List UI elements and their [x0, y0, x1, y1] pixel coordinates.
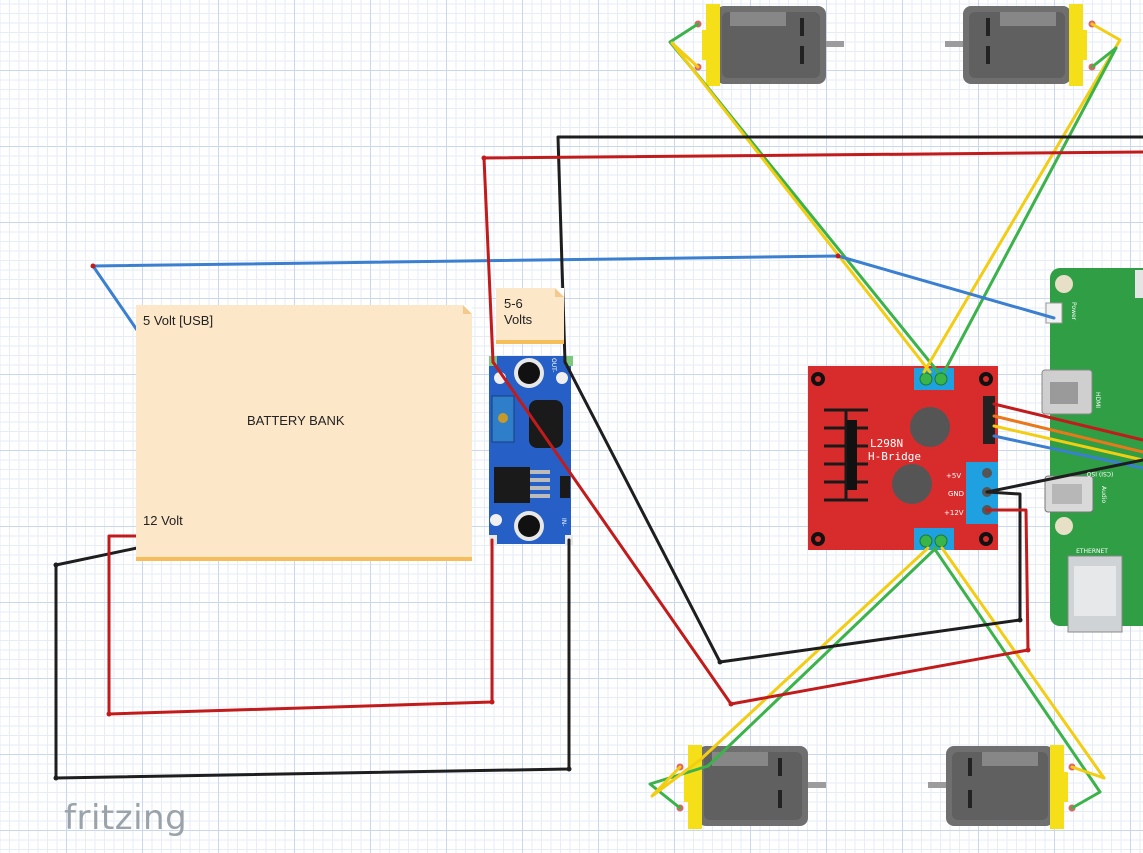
- note-fold: [463, 305, 472, 314]
- battery-bank-title: BATTERY BANK: [247, 413, 345, 428]
- regulator-out-label: OUT-: [550, 358, 557, 372]
- wire-black-gnd-pi: [985, 458, 1143, 494]
- motor-top-right[interactable]: [945, 4, 1096, 86]
- motor-top-left[interactable]: [694, 4, 845, 86]
- regulator-output-note[interactable]: 5-6 Volts: [496, 288, 564, 340]
- pi-csi-label: (CSI) ISO: [1086, 470, 1113, 477]
- hbridge-pin-gnd: GND: [948, 490, 964, 498]
- pi-ethernet-label: ETHERNET: [1076, 548, 1108, 555]
- wire-yellow-gpio: [992, 424, 1143, 462]
- pi-power-label: Power: [1070, 302, 1077, 321]
- wire-red-gpio: [992, 402, 1143, 442]
- battery-bank-note[interactable]: 5 Volt [USB] BATTERY BANK 12 Volt: [136, 305, 472, 557]
- hbridge-subtitle: H-Bridge: [868, 450, 921, 463]
- motor-bottom-right[interactable]: [928, 745, 1076, 829]
- hbridge-pin-5v: +5V: [946, 472, 961, 480]
- battery-5v-label: 5 Volt [USB]: [143, 313, 214, 328]
- hbridge-title: L298N: [870, 437, 903, 450]
- wire-green-motor-tr: [942, 46, 1118, 374]
- note-fold: [555, 288, 564, 297]
- wire-yellow-motor-bl: [650, 546, 930, 798]
- raspberry-pi[interactable]: [1041, 268, 1143, 633]
- regulator-output-label: 5-6 Volts: [504, 296, 533, 327]
- pi-power-port[interactable]: [1045, 302, 1063, 324]
- pi-hdmi-label: HDMI: [1094, 392, 1101, 408]
- wire-orange-gpio: [992, 414, 1143, 454]
- pi-audio-label: Audio: [1100, 486, 1107, 503]
- battery-12v-label: 12 Volt: [143, 513, 183, 528]
- wire-yellow-motor-tr: [922, 22, 1122, 374]
- wire-black-top: [556, 135, 1143, 364]
- buck-converter[interactable]: [489, 356, 573, 545]
- wire-blue-usb: [91, 254, 1056, 332]
- motor-bottom-left[interactable]: [676, 745, 827, 829]
- wire-yellow-motor-tl: [670, 41, 932, 374]
- regulator-in-label: IN-: [560, 518, 567, 526]
- hbridge-pin-12v: +12V: [944, 509, 964, 517]
- wire-green-motor-br: [932, 546, 1102, 810]
- fritzing-watermark: fritzing: [64, 798, 188, 838]
- wire-blue-gpio: [992, 434, 1143, 470]
- wire-red-battery: [107, 534, 494, 716]
